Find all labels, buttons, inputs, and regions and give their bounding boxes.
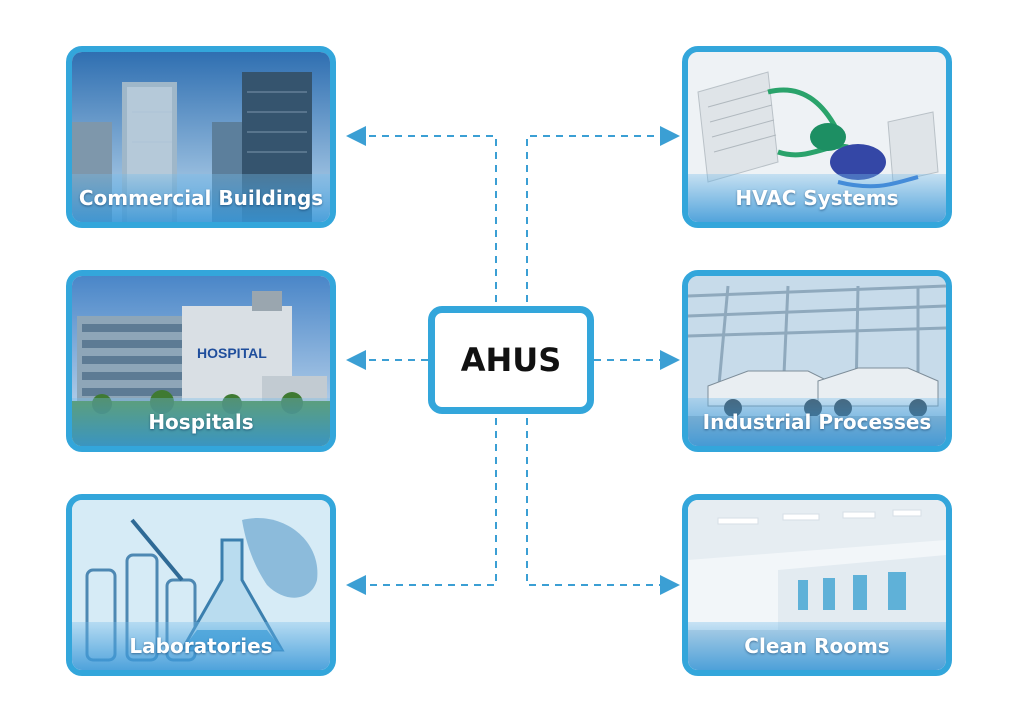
center-node: AHUS [428,306,594,414]
node-label: Laboratories [72,622,330,670]
node-label: Clean Rooms [688,622,946,670]
node-hospitals: HOSPITAL Hospitals [66,270,336,452]
node-commercial-buildings: Commercial Buildings [66,46,336,228]
hospital-sign: HOSPITAL [197,345,267,361]
connector-right-top [526,126,680,302]
node-label: HVAC Systems [688,174,946,222]
connector-left-bottom [346,418,497,595]
node-hvac-systems: HVAC Systems [682,46,952,228]
node-label: Hospitals [72,398,330,446]
node-laboratories: Laboratories [66,494,336,676]
center-label: AHUS [460,341,562,379]
connector-right-bottom [526,418,680,595]
node-label: Commercial Buildings [72,174,330,222]
connector-left-trunk [346,126,497,302]
node-label: Industrial Processes [688,398,946,446]
node-clean-rooms: Clean Rooms [682,494,952,676]
node-industrial-processes: Industrial Processes [682,270,952,452]
